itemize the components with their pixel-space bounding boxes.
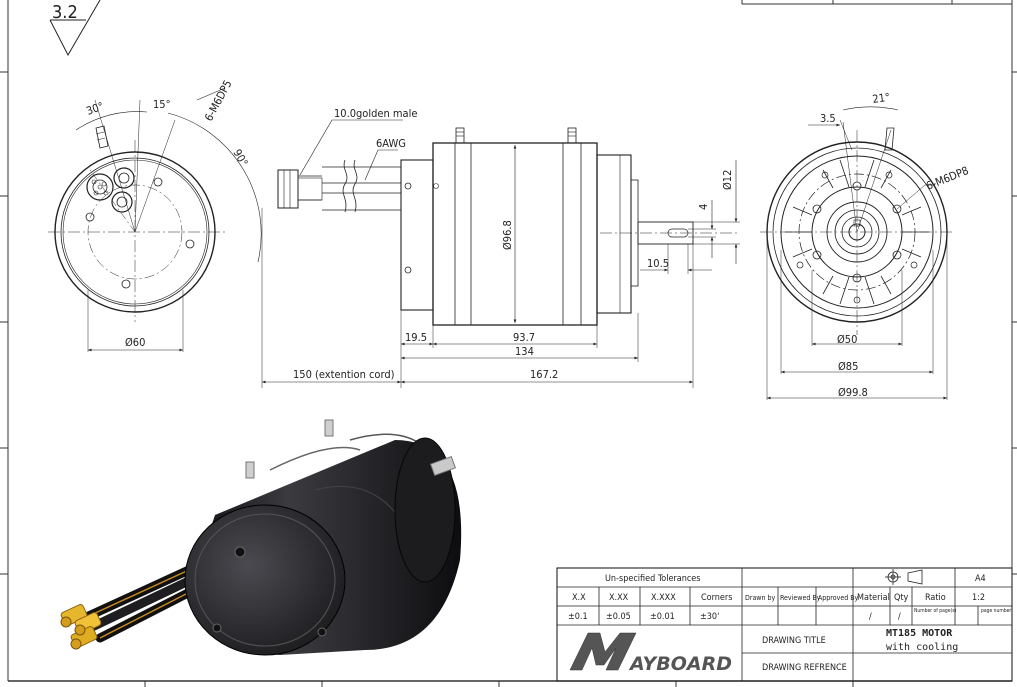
projection-symbol: [885, 569, 923, 585]
tol-val-x-xxx: ±0.01: [650, 612, 675, 622]
tol-val-x-x: ±0.1: [568, 612, 588, 622]
border-zone-labels: 1 2 3 4 5 6: [58, 685, 952, 687]
zone-1: 1: [58, 685, 64, 687]
drawing-reference-label: DRAWING REFRENCE: [762, 663, 847, 673]
title-block: [556, 567, 1013, 682]
side-shaft-length: 10.5: [647, 257, 669, 270]
zone-4: 4: [590, 685, 596, 687]
tol-val-corners: ±30': [700, 612, 719, 622]
rear-dia-85: Ø85: [838, 360, 858, 373]
rear-dim-3-5: 3.5: [820, 112, 836, 125]
zone-2: 2: [236, 685, 242, 687]
rear-angle-21: 21°: [872, 91, 891, 106]
side-dim-150: 150 (extention cord): [293, 368, 395, 381]
drawing-title-line2: with cooling: [886, 642, 958, 653]
front-holes-note: 6-M6DP5: [202, 78, 234, 123]
zone-6: 6: [946, 685, 952, 687]
material-label: Material: [857, 593, 890, 603]
side-wire-note: 6AWG: [376, 137, 406, 150]
front-view: [48, 87, 262, 352]
company-name: AYBOARD: [628, 653, 732, 675]
ratio-value: 1:2: [972, 593, 985, 603]
side-connector-note: 10.0golden male: [334, 107, 417, 120]
drawn-by-label: Drawn by: [745, 594, 775, 602]
side-dim-134: 134: [515, 345, 534, 358]
surface-finish-symbol: 3.2: [49, 0, 101, 57]
zone-5: 5: [768, 685, 774, 687]
front-dia-60: Ø60: [125, 336, 145, 349]
surface-finish-value: 3.2: [52, 2, 78, 23]
golden-connectors: [60, 604, 102, 650]
approved-by-label: Approved By: [818, 594, 859, 602]
reviewed-by-label: Reviewed By: [780, 594, 821, 602]
side-view: [261, 119, 740, 388]
side-dim-167-2: 167.2: [530, 368, 558, 381]
side-dia-body: Ø96.8: [501, 220, 514, 250]
page-number-label: page number: [981, 608, 1011, 614]
side-dim-93-7: 93.7: [513, 331, 535, 344]
qty-value: /: [898, 612, 901, 622]
motor-rear-face: [184, 504, 346, 656]
zone-3: 3: [412, 685, 418, 687]
drawing-title-line1: MT185 MOTOR: [886, 628, 953, 639]
tolerances-header: Un-specified Tolerances: [605, 574, 701, 584]
tol-col-x-xxx: X.XXX: [651, 593, 676, 603]
sheet-size: A4: [975, 574, 986, 584]
tol-col-x-x: X.X: [572, 593, 586, 603]
drawing-title-label: DRAWING TITLE: [762, 636, 826, 646]
motor-isometric-render: [60, 419, 462, 656]
company-logo: AYBOARD: [569, 632, 732, 675]
side-key-width: 4: [697, 204, 710, 210]
side-dia-shaft: Ø12: [721, 170, 734, 190]
rear-holes-note: 6-M6DP8: [924, 164, 970, 193]
ratio-label: Ratio: [925, 593, 946, 603]
tol-col-x-xx: X.XX: [609, 593, 629, 603]
material-value: /: [869, 612, 872, 622]
tol-val-x-xx: ±0.05: [606, 612, 631, 622]
rear-view: [760, 106, 955, 400]
qty-label: Qty: [894, 593, 909, 603]
front-angle-90: 90°: [230, 147, 250, 169]
rear-dia-99-8: Ø99.8: [838, 386, 868, 399]
side-dim-19-5: 19.5: [405, 331, 427, 344]
front-angle-30: 30°: [85, 100, 106, 118]
rear-dia-50: Ø50: [837, 333, 857, 346]
number-of-pages-label: Number of page(s): [914, 608, 957, 614]
tol-col-corners: Corners: [701, 593, 732, 603]
front-angle-15: 15°: [153, 98, 171, 111]
